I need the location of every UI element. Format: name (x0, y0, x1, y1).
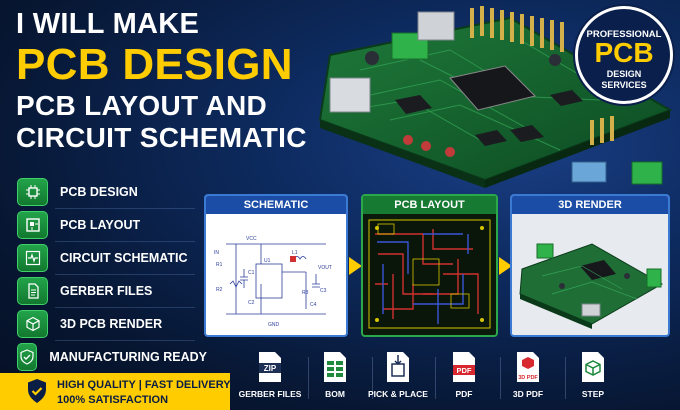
file-label: PICK & PLACE (368, 389, 428, 399)
schematic-label: R2 (216, 287, 223, 293)
file-tag: PDF (457, 366, 472, 375)
schematic-label: C2 (248, 300, 255, 306)
chip-icon (17, 178, 48, 206)
divider (308, 357, 309, 399)
arrow-right-icon (499, 257, 512, 275)
feature-item: MANUFACTURING READY (17, 343, 207, 371)
badge-top-text: PROFESSIONAL (586, 29, 662, 40)
deliverables-strip: ZIP GERBER FILES BOM PICK & PLACE PDF PD… (230, 345, 680, 410)
file-label: 3D PDF (512, 389, 544, 399)
schematic-label: R1 (216, 262, 223, 268)
divider (565, 357, 566, 399)
headline-line-3: PCB LAYOUT AND (16, 90, 268, 121)
check-shield-icon (17, 343, 38, 371)
schematic-label: L1 (292, 250, 298, 256)
divider (500, 357, 501, 399)
feature-label: CIRCUIT SCHEMATIC (60, 251, 188, 265)
file-label: STEP (581, 389, 605, 399)
headline-line-2: PCB DESIGN (16, 40, 293, 89)
headline-line-4: CIRCUIT SCHEMATIC (16, 122, 307, 153)
feature-label: 3D PCB RENDER (60, 317, 163, 331)
pcb-layout-panel: PCB LAYOUT (361, 194, 498, 337)
feature-label: MANUFACTURING READY (49, 350, 207, 364)
schematic-label: VOUT (318, 265, 332, 271)
divider (55, 340, 195, 341)
badge-middle-text: PCB (594, 37, 654, 68)
shield-check-icon (28, 379, 46, 403)
panel-title: 3D RENDER (512, 196, 668, 214)
schematic-panel: SCHEMATIC VCC U1 L1 VOUT GND R1 R2 R3 C1 (204, 194, 348, 337)
pcb-layout-drawing (368, 219, 491, 329)
schematic-label: C4 (310, 302, 317, 308)
file-label: GERBER FILES (238, 389, 302, 399)
spreadsheet-icon (324, 352, 346, 382)
panel-title: SCHEMATIC (206, 196, 346, 214)
quality-badge: HIGH QUALITY | FAST DELIVERY 100% SATISF… (0, 373, 231, 410)
schematic-label: C3 (320, 288, 327, 294)
feature-item: PCB DESIGN (17, 178, 207, 206)
file-item: BOM (300, 345, 370, 410)
divider (55, 307, 195, 308)
file-item: PDF PDF (429, 345, 499, 410)
feature-label: GERBER FILES (60, 284, 153, 298)
panel-title: PCB LAYOUT (363, 196, 496, 214)
board-icon (17, 211, 48, 239)
pick-place-icon (387, 352, 409, 382)
step-icon (582, 352, 604, 382)
schematic-label: C1 (248, 270, 255, 276)
feature-label: PCB DESIGN (60, 185, 138, 199)
feature-item: 3D PCB RENDER (17, 310, 207, 338)
headline-line-1: I WILL MAKE (16, 8, 200, 40)
divider (372, 357, 373, 399)
badge-bottom-text-1: DESIGN (606, 69, 642, 79)
feature-label: PCB LAYOUT (60, 218, 141, 232)
3d-render-panel: 3D RENDER (510, 194, 670, 337)
file-item: STEP (558, 345, 628, 410)
schematic-drawing: VCC U1 L1 VOUT GND R1 R2 R3 C1 C2 C3 C4 … (214, 236, 332, 328)
badge-bottom-text-2: SERVICES (601, 80, 647, 90)
divider (55, 241, 195, 242)
schematic-icon (17, 244, 48, 272)
file-item: 3D PDF 3D PDF (493, 345, 563, 410)
divider (55, 208, 195, 209)
schematic-label: IN (214, 250, 219, 256)
feature-item: PCB LAYOUT (17, 211, 207, 239)
3d-render-drawing (519, 243, 664, 329)
zip-icon: ZIP (259, 352, 281, 382)
file-label: PDF (455, 389, 473, 399)
pcb-board-illustration (318, 6, 673, 188)
quality-line-2: 100% SATISFACTION (57, 394, 169, 406)
divider (435, 357, 436, 399)
professional-badge: PROFESSIONAL PCB DESIGN SERVICES (575, 6, 673, 104)
schematic-label: R3 (302, 290, 309, 296)
pdf-icon: PDF (453, 352, 475, 382)
schematic-label: VCC (246, 236, 257, 242)
document-icon (17, 277, 48, 305)
quality-line-1: HIGH QUALITY | FAST DELIVERY (57, 379, 231, 391)
schematic-label: GND (268, 322, 280, 328)
arrow-right-icon (349, 257, 362, 275)
feature-item: GERBER FILES (17, 277, 207, 305)
cube-icon (17, 310, 48, 338)
schematic-label: U1 (264, 258, 271, 264)
file-item: PICK & PLACE (363, 345, 433, 410)
file-tag: ZIP (264, 364, 277, 373)
file-tag: 3D PDF (518, 375, 538, 381)
file-label: BOM (325, 389, 345, 399)
file-item: ZIP GERBER FILES (235, 345, 305, 410)
3d-pdf-icon: 3D PDF (517, 352, 539, 382)
divider (55, 274, 195, 275)
feature-item: CIRCUIT SCHEMATIC (17, 244, 207, 272)
